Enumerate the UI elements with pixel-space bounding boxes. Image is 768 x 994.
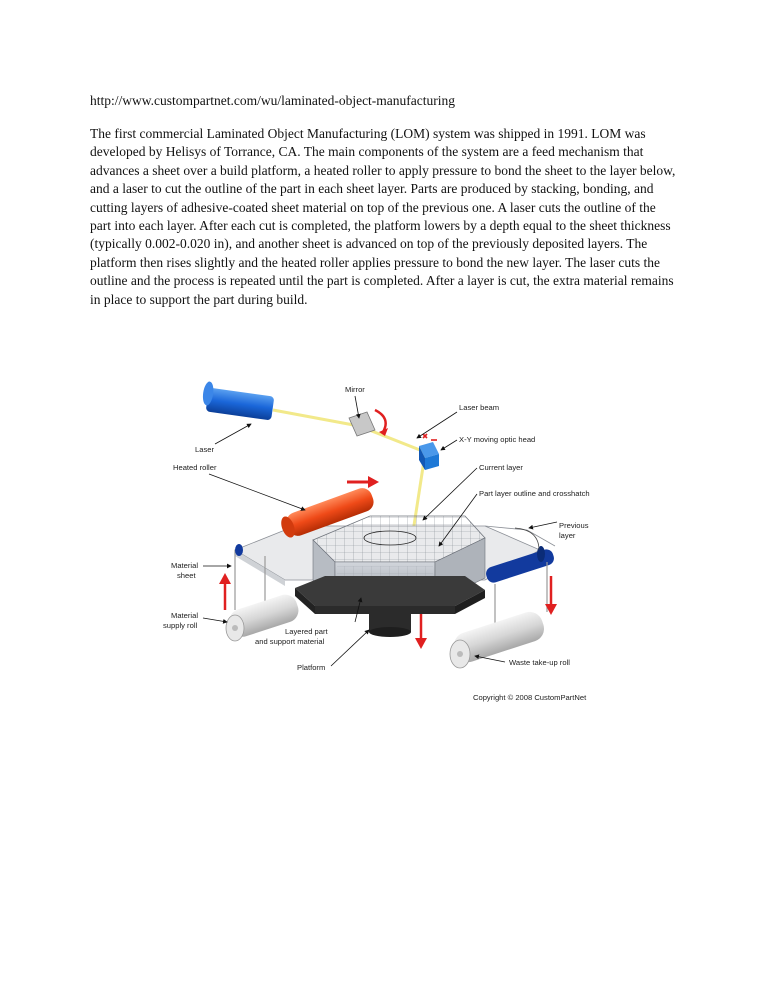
label-previous-layer-2: layer [559, 531, 576, 540]
label-waste-roll: Waste take-up roll [509, 658, 570, 667]
waste-roll-icon [449, 546, 554, 669]
lom-diagram: Mirror Laser beam Laser X-Y moving optic… [155, 370, 625, 705]
label-part-outline: Part layer outline and crosshatch [479, 489, 590, 498]
label-heated-roller: Heated roller [173, 463, 217, 472]
label-laser-beam: Laser beam [459, 403, 499, 412]
label-layered-part-1: Layered part [285, 627, 329, 636]
supply-roll-icon [225, 544, 299, 642]
label-xy-head: X-Y moving optic head [459, 435, 535, 444]
label-material-sheet-1: Material [171, 561, 198, 570]
label-mirror: Mirror [345, 385, 365, 394]
label-previous-layer-1: Previous [559, 521, 589, 530]
source-url: http://www.custompartnet.com/wu/laminate… [90, 93, 456, 108]
body-paragraph: The first commercial Laminated Object Ma… [90, 126, 676, 307]
lom-diagram-svg: Mirror Laser beam Laser X-Y moving optic… [163, 381, 590, 702]
heated-roller-icon [281, 488, 374, 538]
platform [295, 576, 485, 637]
label-supply-roll-1: Material [171, 611, 198, 620]
optic-head-icon [419, 433, 439, 470]
label-laser: Laser [195, 445, 214, 454]
mirror-icon [348, 408, 388, 437]
laser-icon [202, 381, 274, 420]
label-supply-roll-2: supply roll [163, 621, 197, 630]
leader-lines [202, 395, 558, 667]
label-current-layer: Current layer [479, 463, 523, 472]
label-material-sheet-2: sheet [177, 571, 196, 580]
label-layered-part-2: and support material [255, 637, 325, 646]
previous-layer-bracket [514, 527, 540, 551]
label-platform: Platform [297, 663, 325, 672]
copyright-notice: Copyright © 2008 CustomPartNet [473, 693, 587, 702]
